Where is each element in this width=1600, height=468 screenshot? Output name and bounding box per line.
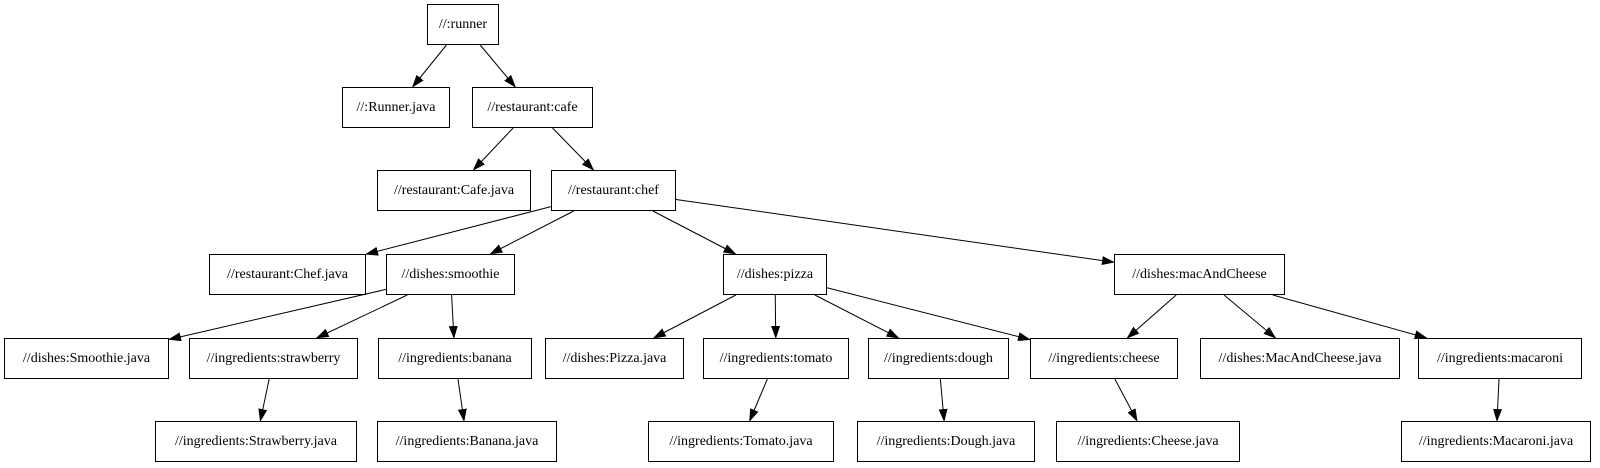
graph-node-pizza_java: //dishes:Pizza.java [545, 338, 684, 379]
graph-node-tomato_java: //ingredients:Tomato.java [648, 421, 834, 462]
graph-edge-chef-macandcheese [675, 198, 1115, 265]
graph-node-banana: //ingredients:banana [378, 338, 532, 379]
graph-node-label: //ingredients:tomato [719, 350, 833, 366]
graph-node-label: //restaurant:chef [568, 182, 659, 198]
graph-edge-macandcheese-macaroni [1272, 294, 1428, 340]
graph-node-smoothie: //dishes:smoothie [386, 254, 515, 295]
graph-edge-pizza-tomato [771, 294, 781, 339]
graph-edge-cheese-cheese_java [1114, 378, 1138, 422]
graph-node-macaroni_java: //ingredients:Macaroni.java [1401, 421, 1591, 462]
graph-edge-pizza-cheese [826, 287, 1031, 341]
graph-edge-dough-dough_java [938, 378, 948, 422]
graph-node-label: //ingredients:dough [884, 350, 993, 366]
graph-edge-smoothie-smoothie_java [168, 288, 387, 342]
graph-edge-pizza-pizza_java [652, 294, 737, 339]
graph-edge-macandcheese-cheese [1126, 294, 1177, 339]
graph-edge-runner-cafe [479, 44, 516, 88]
graph-node-strawberry_java: //ingredients:Strawberry.java [155, 421, 357, 462]
graph-edge-runner-runner_java [411, 44, 447, 88]
graph-node-dough: //ingredients:dough [868, 338, 1009, 379]
graph-edge-chef-pizza [652, 210, 737, 255]
graph-node-label: //ingredients:banana [398, 350, 512, 366]
graph-node-label: //restaurant:Chef.java [227, 266, 348, 282]
graph-edge-tomato-tomato_java [749, 378, 768, 422]
graph-node-cheese_java: //ingredients:Cheese.java [1056, 421, 1240, 462]
graph-node-cheese: //ingredients:cheese [1030, 338, 1178, 379]
graph-node-label: //:runner [438, 16, 488, 32]
graph-node-tomato: //ingredients:tomato [703, 338, 849, 379]
graph-node-smoothie_java: //dishes:Smoothie.java [4, 338, 169, 379]
graph-edge-chef-chef_java [365, 206, 552, 256]
graph-edge-macandcheese-macandcheese_java [1223, 294, 1277, 339]
graph-node-pizza: //dishes:pizza [723, 254, 827, 295]
edge-group [168, 44, 1503, 422]
graph-node-label: //dishes:pizza [736, 266, 814, 282]
graph-node-label: //:Runner.java [356, 99, 436, 115]
graph-node-label: //dishes:MacAndCheese.java [1218, 350, 1382, 366]
graph-node-label: //dishes:macAndCheese [1132, 266, 1267, 282]
graph-node-label: //ingredients:Tomato.java [669, 433, 813, 449]
graph-node-chef: //restaurant:chef [551, 170, 676, 211]
graph-node-strawberry: //ingredients:strawberry [189, 338, 358, 379]
graph-edge-strawberry-strawberry_java [258, 378, 270, 422]
graph-node-label: //ingredients:Cheese.java [1077, 433, 1219, 449]
graph-node-macandcheese: //dishes:macAndCheese [1114, 254, 1285, 295]
graph-node-macandcheese_java: //dishes:MacAndCheese.java [1200, 338, 1400, 379]
graph-node-macaroni: //ingredients:macaroni [1418, 338, 1582, 379]
graph-node-runner: //:runner [427, 4, 499, 45]
graph-edge-cafe-chef [552, 127, 595, 171]
graph-edge-cafe-cafe_java [472, 127, 514, 171]
graph-node-label: //ingredients:macaroni [1437, 350, 1563, 366]
graph-node-label: //ingredients:Strawberry.java [175, 433, 337, 449]
graph-node-label: //restaurant:Cafe.java [393, 182, 515, 198]
graph-edge-banana-banana_java [457, 378, 467, 422]
graph-node-label: //dishes:Pizza.java [562, 350, 667, 366]
graph-node-label: //dishes:Smoothie.java [22, 350, 151, 366]
graph-node-banana_java: //ingredients:Banana.java [377, 421, 557, 462]
graph-node-chef_java: //restaurant:Chef.java [209, 254, 366, 295]
graph-edge-chef-smoothie [489, 210, 574, 255]
graph-node-label: //ingredients:Macaroni.java [1418, 433, 1574, 449]
graph-node-label: //restaurant:cafe [487, 99, 578, 115]
graph-node-dough_java: //ingredients:Dough.java [857, 421, 1035, 462]
graph-node-cafe: //restaurant:cafe [472, 87, 593, 128]
graph-node-label: //ingredients:cheese [1048, 350, 1160, 366]
graph-node-label: //ingredients:strawberry [206, 350, 341, 366]
graph-node-runner_java: //:Runner.java [342, 87, 450, 128]
graph-edge-pizza-dough [814, 294, 900, 339]
graph-node-label: //ingredients:Dough.java [876, 433, 1016, 449]
graph-node-label: //dishes:smoothie [401, 266, 500, 282]
graph-edge-smoothie-banana [448, 294, 458, 339]
graph-edge-smoothie-strawberry [315, 294, 408, 339]
graph-edge-macaroni-macaroni_java [1493, 378, 1503, 422]
graph-node-label: //ingredients:Banana.java [395, 433, 539, 449]
graph-node-cafe_java: //restaurant:Cafe.java [377, 170, 531, 211]
